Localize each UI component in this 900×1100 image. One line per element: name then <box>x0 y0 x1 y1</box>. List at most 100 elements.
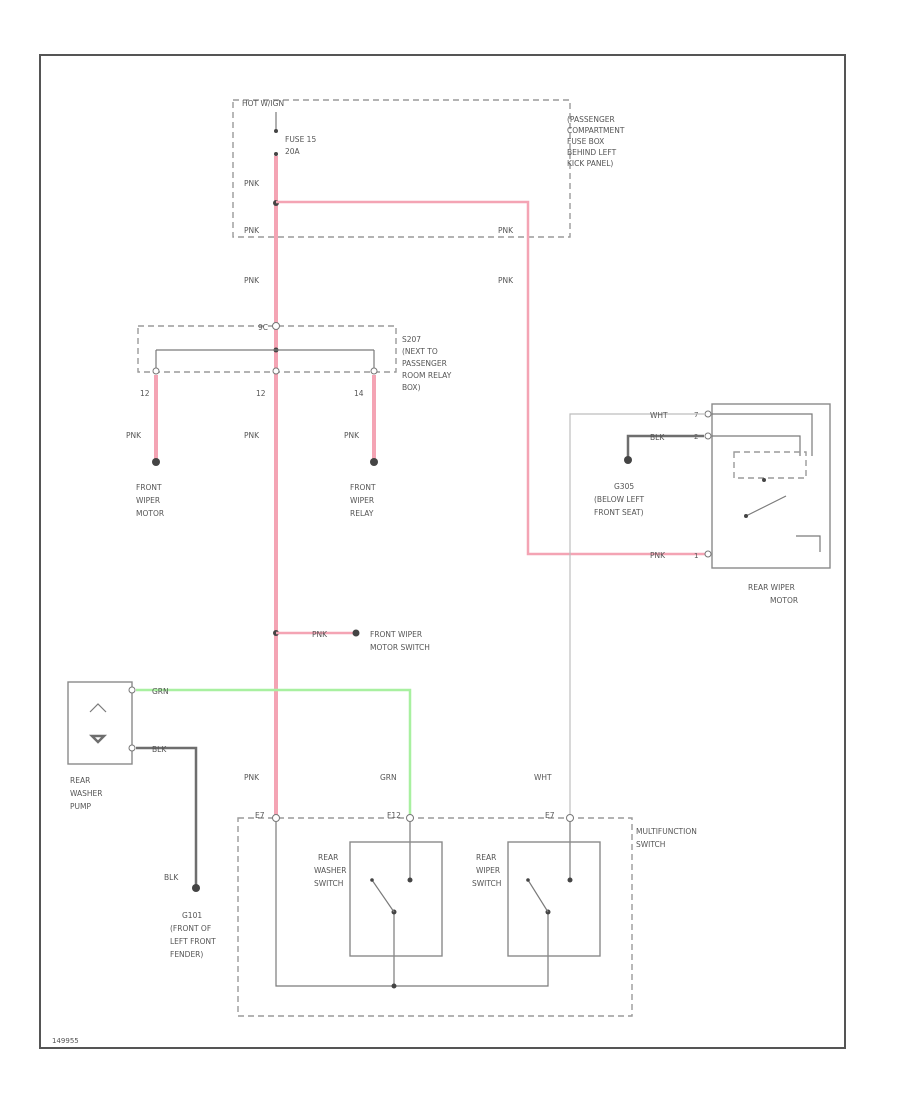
motor-internal-2 <box>712 435 801 456</box>
splice-desc-3: ROOM RELAY <box>402 371 452 380</box>
blk-label-1: BLK <box>650 433 665 442</box>
motor-pin-3: 1 <box>694 552 698 560</box>
pump-terminal-1 <box>128 686 136 694</box>
multifunction-switch-1: MULTIFUNCTION <box>636 827 697 836</box>
fuse-box-desc-5: KICK PANEL) <box>567 159 613 168</box>
fuse-box-desc-4: BEHIND LEFT <box>567 148 617 157</box>
rear-washer-switch-3: SWITCH <box>314 879 343 888</box>
wiper-switch-tip <box>526 878 530 882</box>
mfs-pin-1: E7 <box>255 811 265 820</box>
mfs-terminal-2 <box>406 814 414 822</box>
splice-pin-left: 12 <box>140 389 150 398</box>
top-pin-terminal <box>272 322 280 330</box>
washer-switch-contact <box>407 877 413 883</box>
rear-washer-switch-1: REAR <box>318 853 338 862</box>
motor-terminal-1 <box>704 410 712 418</box>
splice-pin-center: 12 <box>256 389 266 398</box>
washer-switch-tip <box>370 878 374 882</box>
pnk-label-9: PNK <box>344 431 360 440</box>
pnk-label-5: PNK <box>650 551 666 560</box>
ground-g305-connector <box>624 456 632 464</box>
rear-washer-switch-2: WASHER <box>314 866 347 875</box>
rear-wiper-switch-3: SWITCH <box>472 879 501 888</box>
mfs-junction <box>391 983 397 989</box>
splice-desc-1: (NEXT TO <box>402 347 438 356</box>
ground-g101-connector <box>192 884 200 892</box>
rear-wiper-motor-box <box>711 403 831 569</box>
front-wiper-motor-2: WIPER <box>136 496 160 505</box>
rear-washer-pump-3: PUMP <box>70 802 91 811</box>
front-wiper-relay-2: WIPER <box>350 496 374 505</box>
ground-g305-1: G305 <box>614 482 634 491</box>
front-wiper-switch-1: FRONT WIPER <box>370 630 422 639</box>
rear-washer-pump-2: WASHER <box>70 789 103 798</box>
pnk-wire-rear-motor <box>276 200 708 556</box>
fuse-terminal-top <box>274 129 278 133</box>
pump-terminal-2 <box>128 744 136 752</box>
fuse-terminal-bottom <box>274 152 278 156</box>
multifunction-switch-outline <box>237 817 633 1017</box>
hot-label: HOT W/IGN <box>242 99 284 108</box>
rear-washer-pump-1: REAR <box>70 776 90 785</box>
front-relay-connector <box>370 458 378 466</box>
motor-terminal-2 <box>704 432 712 440</box>
rear-wiper-switch-1: REAR <box>476 853 496 862</box>
wht-wire <box>569 413 704 815</box>
grn-label-1: GRN <box>152 687 169 696</box>
pnk-label-7: PNK <box>126 431 142 440</box>
mfs-internal-loop <box>275 822 549 987</box>
splice-id: S207 <box>402 335 421 344</box>
mfs-pin-3: E7 <box>545 811 555 820</box>
front-wiper-relay-3: RELAY <box>350 509 374 518</box>
wht-label-2: WHT <box>534 773 552 782</box>
footer-code: 149955 <box>52 1037 79 1045</box>
blk-label-3: BLK <box>164 873 179 882</box>
pnk-label-10: PNK <box>312 630 328 639</box>
diagram-frame <box>39 54 846 1049</box>
pump-symbol-arc <box>89 703 107 713</box>
ground-g101-3: LEFT FRONT <box>170 937 216 946</box>
rear-wiper-switch-2: WIPER <box>476 866 500 875</box>
motor-pin-1: 7 <box>694 411 698 419</box>
front-wiper-relay-1: FRONT <box>350 483 376 492</box>
splice-center-terminal <box>272 367 280 375</box>
washer-switch-blade <box>371 879 395 913</box>
front-wiper-motor-1: FRONT <box>136 483 162 492</box>
rear-wiper-motor-1: REAR WIPER <box>748 583 795 592</box>
top-pin-label: 9C <box>258 323 268 332</box>
ground-g305-2: (BELOW LEFT <box>594 495 645 504</box>
motor-switch-blade <box>745 495 787 517</box>
fuse-label: FUSE 15 <box>285 135 316 144</box>
mfs-terminal-1 <box>272 814 280 822</box>
fuse-box-desc-3: FUSE BOX <box>567 137 604 146</box>
pnk-label-3: PNK <box>498 226 514 235</box>
front-motor-connector <box>152 458 160 466</box>
splice-left-terminal <box>152 367 160 375</box>
fuse-box-desc-1: (PASSENGER <box>567 115 615 124</box>
ground-g101-1: G101 <box>182 911 202 920</box>
ground-g101-2: (FRONT OF <box>170 924 211 933</box>
fuse-rating: 20A <box>285 147 301 156</box>
grn-label-2: GRN <box>380 773 397 782</box>
pnk-label-1: PNK <box>244 179 260 188</box>
motor-internal-1 <box>712 413 813 456</box>
motor-symbol <box>733 451 807 479</box>
blk-wire-pump <box>136 746 198 886</box>
pnk-label-8: PNK <box>244 431 260 440</box>
motor-park-contact <box>796 535 821 552</box>
pnk-label-2: PNK <box>244 226 260 235</box>
motor-switch-pivot <box>744 514 748 518</box>
mfs-pin-2: F12 <box>387 811 401 820</box>
multifunction-switch-2: SWITCH <box>636 840 665 849</box>
splice-desc-4: BOX) <box>402 383 421 392</box>
pnk-label-11: PNK <box>244 773 260 782</box>
fuse-box-outline <box>232 99 571 238</box>
pnk-label-4: PNK <box>498 276 514 285</box>
motor-switch-connector <box>352 629 360 637</box>
wiper-switch-contact <box>567 877 573 883</box>
wiper-switch-blade <box>527 879 549 913</box>
rear-wiper-motor-2: MOTOR <box>770 596 798 605</box>
mfs-terminal-3 <box>566 814 574 822</box>
wht-label-1: WHT <box>650 411 668 420</box>
rear-wiper-switch-box <box>507 841 601 957</box>
